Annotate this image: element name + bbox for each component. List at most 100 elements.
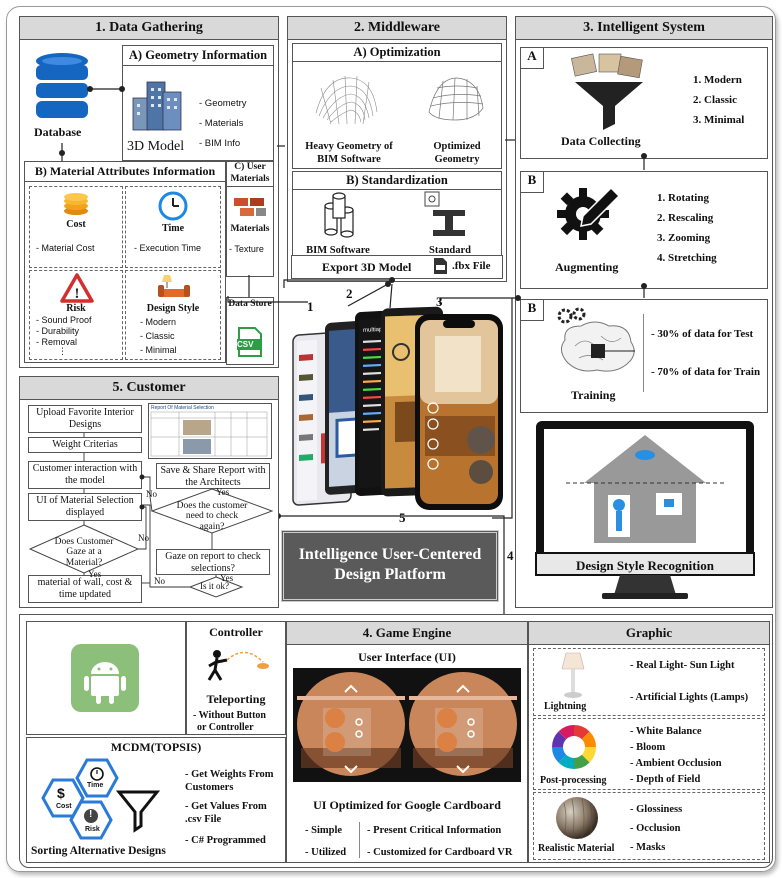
mcdm-hex-label: Cost	[56, 803, 72, 810]
ui-left-item: - Utilized	[305, 847, 347, 858]
mcdm-item: - C# Programmed	[185, 835, 266, 846]
coins-icon	[64, 193, 88, 215]
time-card: Time - Execution Time	[125, 186, 221, 268]
flow-yes: Yes	[220, 573, 234, 583]
export-3d-model-box: Export 3D Model .fbx File	[291, 255, 503, 279]
mcdm-item: - Get Weights From Customers	[185, 769, 274, 794]
design-style-recognition-label: Design Style Recognition	[576, 558, 714, 573]
teleporting-label: Teleporting	[206, 692, 266, 706]
data-store-box: Data Store CSV	[226, 297, 274, 365]
controller-item: or Controller	[197, 722, 254, 733]
platform-title-banner: Intelligence User-Centered Design Platfo…	[281, 530, 499, 602]
csv-label: CSV	[237, 340, 254, 349]
csv-file-icon	[237, 327, 262, 357]
user-materials-title: C) User Materials	[227, 162, 273, 187]
flow-interaction: Customer interaction with the model	[28, 461, 142, 489]
flow-check-question: Does the customer need to check again?	[176, 501, 248, 532]
connector-number: 1	[307, 299, 314, 314]
ui-right-item: - Customized for Cardboard VR	[367, 847, 513, 858]
database-icon	[36, 53, 88, 118]
flow-ok-question: Is it ok?	[200, 581, 229, 591]
flow-weight: Weight Criterias	[28, 437, 142, 453]
export-3d-model-label: Export 3D Model	[322, 260, 412, 274]
step-letter: A	[521, 48, 544, 69]
connector-number: 4	[507, 548, 514, 563]
realistic-material-item: - Glossiness	[630, 804, 683, 815]
optimization-title: A) Optimization	[293, 44, 501, 62]
flow-ui: UI of Material Selection displayed	[28, 493, 142, 521]
report-title: Report Of Material Selection	[151, 405, 214, 411]
customer-section: 5. Customer Upload Favorite Interior Des…	[19, 376, 279, 608]
mcdm-hex-symbol: !	[89, 809, 93, 820]
step-letter: B	[521, 300, 544, 321]
design-style-card: Design Style - Modern - Classic - Minima…	[125, 270, 221, 360]
outer-frame	[6, 6, 776, 872]
augment-step: 2. Rescaling	[657, 212, 714, 224]
controller-box: Controller Teleporting - Without Button …	[186, 621, 286, 735]
geometry-information-title: A) Geometry Information	[123, 46, 273, 66]
warning-icon: !	[60, 273, 94, 303]
intelligent-system-title: 3. Intelligent System	[516, 17, 772, 40]
connector-number: 2	[346, 286, 353, 301]
flow-upload: Upload Favorite Interior Designs	[28, 405, 142, 433]
cost-card: Cost - Material Cost	[29, 186, 123, 268]
fbx-file-icon	[434, 258, 447, 274]
sorting-label: Sorting Alternative Designs	[31, 845, 166, 857]
lightning-item: - Artificial Lights (Lamps)	[630, 692, 749, 703]
steel-beam-icon	[424, 191, 465, 236]
training-split: - 70% of data for Train	[651, 366, 761, 378]
data-store-title: Data Store	[228, 299, 272, 309]
flow-no: No	[154, 576, 165, 586]
risk-item: - Durability	[36, 326, 80, 336]
time-label: Time	[161, 223, 185, 234]
material-attributes-title: B) Material Attributes Information	[25, 162, 225, 182]
funnel-icon	[571, 53, 643, 130]
buildings-icon	[132, 81, 182, 131]
training-split: - 30% of data for Test	[651, 328, 754, 340]
mcdm-hexagons-icon	[41, 758, 161, 840]
style-class: 3. Minimal	[693, 114, 745, 126]
phone-tag: multiapple.u	[363, 326, 395, 334]
post-processing-label: Post-processing	[540, 775, 607, 786]
svg-text:!: !	[75, 286, 80, 302]
training-label: Training	[571, 388, 616, 402]
lightning-row: Lightning - Real Light- Sun Light - Arti…	[533, 648, 765, 716]
teleport-icon	[207, 650, 269, 681]
flow-no: No	[146, 489, 157, 499]
3d-model-label: 3D Model	[127, 139, 185, 154]
augment-step: 1. Rotating	[657, 192, 709, 204]
flow-updated: material of wall, cost & time updated	[28, 575, 142, 603]
graphic-title: Graphic	[529, 622, 769, 645]
risk-item: ⋮	[58, 346, 67, 356]
optimized-geometry-label: Optimized Geometry	[433, 141, 481, 166]
flow-no: No	[138, 533, 149, 543]
mcdm-hex-label: Risk	[85, 826, 100, 833]
time-item: - Execution Time	[134, 243, 202, 253]
connector-number: 5	[399, 510, 406, 525]
data-collecting-label: Data Collecting	[561, 134, 641, 148]
cardboard-vr-screenshot	[293, 668, 521, 782]
color-wheel-center	[563, 736, 585, 758]
mcdm-item: - Get Values From .csv File	[185, 801, 267, 826]
design-style-item: - Modern	[140, 317, 177, 327]
style-class: 2. Classic	[693, 94, 737, 106]
lamp-icon	[561, 652, 585, 698]
risk-label: Risk	[66, 303, 86, 314]
report-thumbnail: Report Of Material Selection	[148, 403, 272, 459]
user-materials-item: - Texture	[229, 244, 264, 254]
middleware-section: 2. Middleware A) Optimization Heavy Geom…	[287, 16, 507, 282]
flow-yes: Yes	[216, 487, 230, 497]
post-processing-item: - White Balance	[630, 726, 702, 737]
database-label: Database	[34, 125, 82, 139]
risk-item: - Removal	[36, 337, 78, 347]
android-box	[26, 621, 186, 735]
user-materials-box: C) User Materials Materials - Texture	[226, 161, 274, 277]
augment-step: 4. Stretching	[657, 252, 717, 264]
lightning-label: Lightning	[544, 701, 587, 712]
mcdm-title: MCDM(TOPSIS)	[110, 740, 202, 754]
controller-item: - Without Button	[193, 710, 266, 721]
platform-title: Intelligence User-Centered Design Platfo…	[298, 546, 482, 583]
data-collecting-box: A Data Collecting 1. Modern 2. Classic 3…	[520, 47, 768, 159]
monitor-icon	[535, 421, 755, 599]
